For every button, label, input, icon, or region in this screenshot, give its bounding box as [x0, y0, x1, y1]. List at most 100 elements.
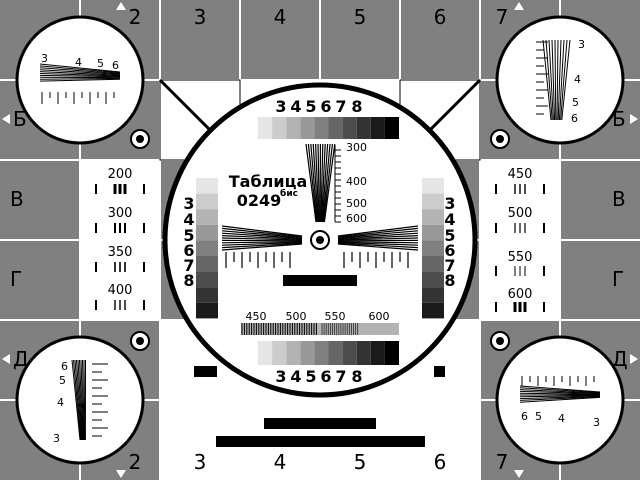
circle-tl-label-5: 5	[97, 57, 104, 70]
wedge-line	[321, 143, 329, 223]
right-letters: Б В Г Д	[612, 107, 628, 371]
panel-bar	[113, 184, 117, 194]
left-side-number-7: 7	[183, 256, 194, 275]
gray-step	[422, 193, 444, 210]
circle-wedge-line	[39, 74, 121, 78]
gray-bottom-number-4: 4	[290, 367, 301, 386]
bottom-band-labels: 450 500 550 600	[246, 310, 390, 323]
left-panel-200: 200	[108, 167, 133, 182]
center-wedge-labels: 300 400 500 600	[346, 141, 367, 225]
gray-top-number-6: 6	[320, 97, 331, 116]
wedge-line	[323, 143, 336, 223]
wedge-line	[337, 237, 419, 241]
circle-wedge-line	[557, 39, 562, 121]
circle-wedge-line	[39, 78, 121, 82]
circle-tr-label-3: 3	[578, 38, 585, 51]
wedge-line	[221, 241, 303, 246]
circle-wedge-line	[519, 396, 601, 403]
gray-bottom-number-7: 7	[335, 367, 346, 386]
right-panel-600: 600	[508, 287, 533, 302]
circle-bl-label-5: 5	[59, 374, 66, 387]
circle-br-label-6: 6	[521, 410, 528, 423]
bottom-number-3: 3	[194, 450, 207, 474]
gray-step	[422, 240, 444, 256]
tick-row-right	[343, 252, 409, 268]
wedge-line	[320, 143, 324, 223]
top-number-2: 2	[129, 5, 142, 29]
gray-step	[258, 117, 273, 139]
gray-step	[196, 224, 218, 241]
wedge-line	[322, 143, 331, 223]
circle-wedge-line	[558, 39, 565, 121]
right-side-number-3: 3	[444, 194, 455, 213]
circle-bl-label-4: 4	[57, 396, 64, 409]
gray-step	[422, 271, 444, 288]
wedge-line	[337, 225, 419, 237]
bottom-number-5: 5	[354, 450, 367, 474]
gray-step	[422, 256, 444, 272]
left-panel-350: 350	[108, 245, 133, 260]
gray-step	[258, 341, 273, 365]
panel-bar	[114, 223, 116, 233]
circle-bl-label-6: 6	[61, 360, 68, 373]
grayscale-numbers-top: 3 4 5 6 7 8	[275, 97, 362, 116]
wedge-line	[323, 143, 333, 223]
circle-tr-labels: 3 4 5 6	[571, 38, 585, 125]
wedge-line	[221, 235, 303, 240]
triangle-top-left	[116, 2, 126, 10]
wedge-line	[305, 143, 317, 223]
circle-wedge-line	[519, 387, 601, 394]
wedge-line	[221, 230, 303, 239]
gray-step	[314, 117, 329, 139]
panel-bar-groups	[95, 184, 545, 312]
panel-bar	[543, 223, 545, 233]
panel-bar	[514, 266, 516, 276]
gray-step	[286, 117, 301, 139]
circle-tl-label-6: 6	[112, 59, 119, 72]
circle-wedge-line	[556, 39, 559, 121]
triangle-bottom-left	[116, 470, 126, 478]
wedge-line	[317, 143, 321, 223]
gray-step	[196, 287, 218, 303]
bullseye-3	[130, 331, 150, 351]
left-letter-v: В	[10, 187, 24, 211]
top-numbers: 2 3 4 5 6 7	[129, 5, 509, 29]
circle-tl-label-4: 4	[75, 56, 82, 69]
circle-br-label-3: 3	[593, 416, 600, 429]
triangle-left-bottom	[2, 354, 10, 364]
right-side-number-7: 7	[444, 256, 455, 275]
gray-step	[196, 209, 218, 225]
gray-step	[422, 224, 444, 241]
panel-bar	[524, 223, 526, 233]
panel-bar	[513, 302, 517, 312]
left-side-number-6: 6	[183, 241, 194, 260]
top-number-6: 6	[434, 5, 447, 29]
gray-step	[196, 256, 218, 272]
corner-circle-wedges	[39, 39, 601, 441]
circle-wedge-line	[519, 392, 601, 395]
wedge-line	[321, 143, 326, 223]
panel-bar	[514, 184, 516, 194]
circle-wedge-line	[519, 395, 601, 398]
circle-wedge-line	[39, 65, 121, 74]
gray-step	[422, 302, 444, 319]
triangle-left-top	[2, 114, 10, 124]
bottom-number-7: 7	[496, 450, 509, 474]
gray-step	[422, 287, 444, 303]
top-number-7: 7	[496, 5, 509, 29]
circle-wedge-line	[548, 39, 554, 121]
panel-bar	[95, 184, 97, 194]
band-label-450: 450	[246, 310, 267, 323]
side-numbers-left: 3 4 5 6 7 8	[183, 194, 194, 290]
gray-bottom-number-5: 5	[305, 367, 316, 386]
wedge-line	[337, 235, 419, 240]
panel-bar	[118, 184, 122, 194]
gray-step	[196, 271, 218, 288]
wedge-line	[221, 242, 303, 249]
small-block-left	[194, 366, 217, 377]
wedge-label-300: 300	[346, 141, 367, 154]
wedge-label-500: 500	[346, 197, 367, 210]
panel-bar	[518, 302, 522, 312]
gray-top-number-3: 3	[275, 97, 286, 116]
panel-bar	[524, 266, 526, 276]
